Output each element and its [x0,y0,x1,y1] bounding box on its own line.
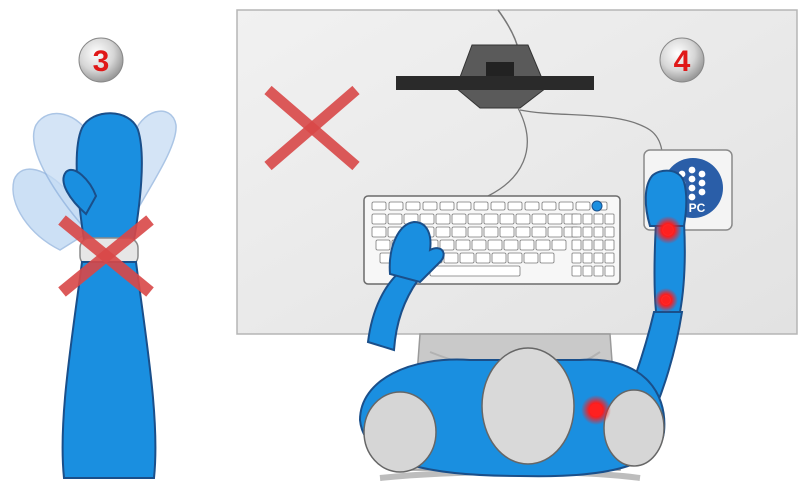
hand-main [77,113,142,240]
keyboard-key [406,202,420,210]
keyboard-key [540,253,554,263]
keyboard-key [444,253,458,263]
person-top-view [360,348,664,476]
logo-dot [699,171,706,178]
step-badge-4: 4 [660,38,704,82]
keyboard-key [524,253,538,263]
keyboard-key [532,227,546,237]
keyboard-key [468,227,482,237]
keyboard-key [520,240,534,250]
numpad-key [572,266,581,276]
keyboard-key [474,202,488,210]
logo-dot [699,180,706,187]
logo-dot [689,185,696,192]
keyboard-key [468,214,482,224]
keyboard-key [491,202,505,210]
logo-dot [689,167,696,174]
numpad-key [605,240,614,250]
keyboard-key [516,227,530,237]
keyboard-key [548,214,562,224]
keyboard-key [508,202,522,210]
hand-side-view [13,111,176,478]
keyboard-key [372,202,386,210]
numpad-key [594,227,603,237]
keyboard-key [423,202,437,210]
keyboard-key [372,227,386,237]
keyboard-key [452,227,466,237]
keyboard-key [492,253,506,263]
numpad-key [605,227,614,237]
keyboard-key [388,214,402,224]
keyboard-key [508,253,522,263]
keyboard-key [436,227,450,237]
numpad-key [583,253,592,263]
keyboard-key [504,240,518,250]
keyboard-key [552,240,566,250]
logo-dot [689,176,696,183]
left-shoulder [364,392,436,472]
numpad-key [605,266,614,276]
logo-dot [699,189,706,196]
keyboard-key [548,227,562,237]
numpad-key [594,266,603,276]
numpad-key [583,214,592,224]
keyboard-key [484,214,498,224]
keyboard-key [440,202,454,210]
keyboard-key [484,227,498,237]
numpad-key [594,214,603,224]
keyboard-key [576,202,590,210]
numpad-key [583,240,592,250]
keyboard-key [420,214,434,224]
keyboard-key [460,253,474,263]
step-number-3: 3 [93,45,110,78]
step-number-4: 4 [674,45,691,78]
keyboard-key [488,240,502,250]
numpad-key [583,266,592,276]
keyboard-key [376,240,390,250]
numpad-key [572,240,581,250]
keyboard-key [532,214,546,224]
keyboard-spacebar [430,266,520,276]
keyboard-key [476,253,490,263]
numpad-key [594,240,603,250]
keyboard-key [372,214,386,224]
right-shoulder [604,390,664,466]
keyboard-status-light [592,201,602,211]
keyboard-key [389,202,403,210]
keyboard-key [452,214,466,224]
monitor-neck [486,62,514,76]
keyboard-key [536,240,550,250]
monitor-screen [396,76,594,90]
numpad-key [594,253,603,263]
forearm-side [63,262,156,478]
numpad-key [605,253,614,263]
step-badge-3: 3 [79,38,123,82]
numpad-key [605,214,614,224]
keyboard-key [542,202,556,210]
numpad-key [583,227,592,237]
keyboard-key [436,214,450,224]
head [482,348,574,464]
keyboard-key [525,202,539,210]
keyboard-key [500,214,514,224]
keyboard-key [559,202,573,210]
keyboard-key [457,202,471,210]
keyboard-key [456,240,470,250]
keyboard-key [516,214,530,224]
logo-dot [689,194,696,201]
numpad-key [572,227,581,237]
numpad-key [572,214,581,224]
keyboard-key [440,240,454,250]
keyboard-key [472,240,486,250]
keyboard-key [500,227,514,237]
numpad-key [572,253,581,263]
logo-text: PC [689,201,706,215]
